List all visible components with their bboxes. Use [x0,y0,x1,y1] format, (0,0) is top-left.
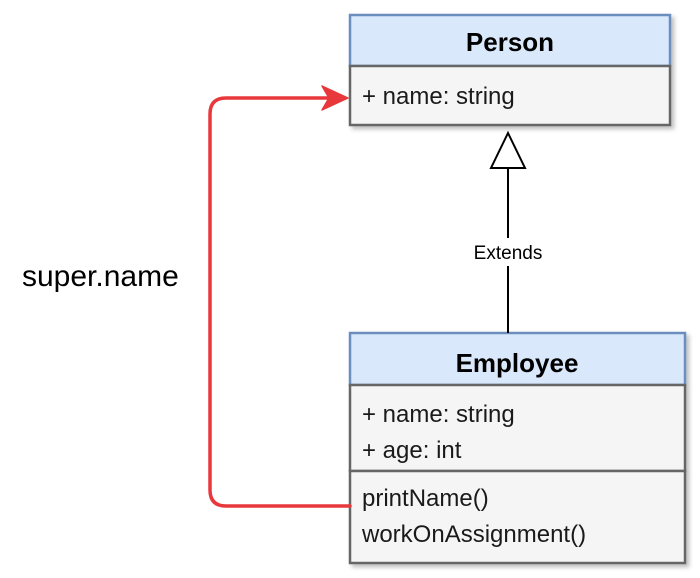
employee-attributes-compartment [348,383,687,473]
super-reference-arrowhead [321,85,349,111]
employee-method-workonassignment: workOnAssignment() [361,521,586,548]
employee-class[interactable] [348,331,687,565]
person-class[interactable] [348,13,672,127]
person-class-name: Person [466,27,554,57]
employee-method-printname: printName() [362,485,489,512]
inheritance-label-background [464,238,552,266]
inheritance-label: Extends [474,243,543,264]
super-reference-label: super.name [22,260,179,293]
person-attributes-compartment [348,64,672,127]
person-header [348,13,672,68]
employee-class-name: Employee [456,348,579,378]
employee-attribute-name: + name: string [362,401,515,428]
employee-attribute-age: + age: int [362,437,462,464]
inheritance-arrowhead [489,130,527,169]
employee-methods-compartment [348,469,687,565]
person-attribute-name: + name: string [362,83,515,110]
super-reference-line [208,96,352,508]
